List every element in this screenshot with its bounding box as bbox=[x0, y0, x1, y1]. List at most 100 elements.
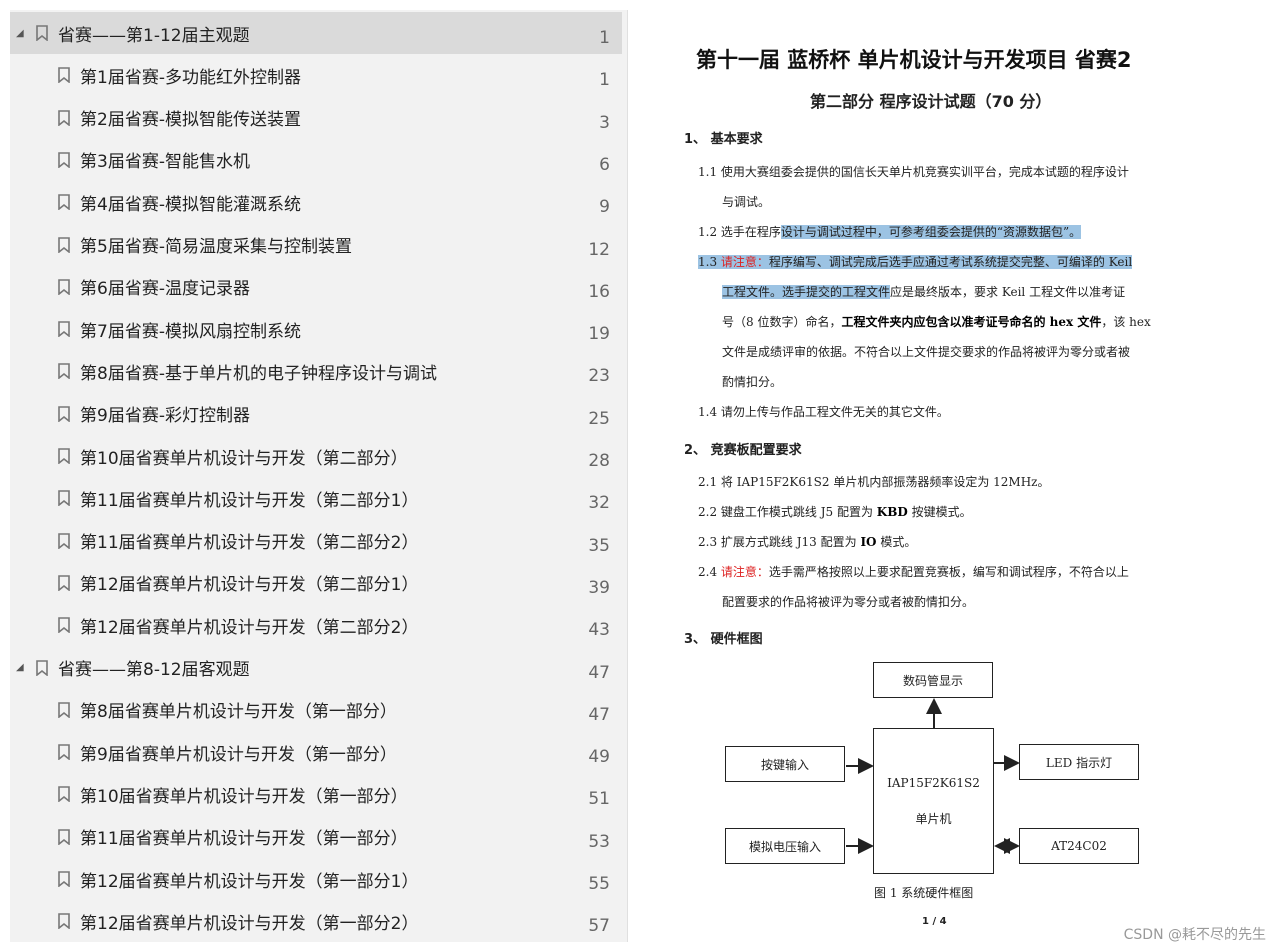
bookmark-group[interactable]: ◢ 省赛——第8-12届客观题 47 bbox=[10, 647, 622, 689]
bookmark-item[interactable]: 第12届省赛单片机设计与开发（第一部分2） 57 bbox=[10, 900, 622, 942]
bookmark-label: 第8届省赛-基于单片机的电子钟程序设计与调试 bbox=[80, 363, 437, 384]
section-heading: 3、 硬件框图 bbox=[684, 632, 763, 647]
bookmark-page: 1 bbox=[599, 28, 610, 48]
bookmark-icon bbox=[58, 490, 70, 507]
bookmark-page: 47 bbox=[588, 704, 610, 725]
bookmark-page: 32 bbox=[588, 493, 610, 514]
bookmark-page: 55 bbox=[588, 874, 610, 894]
text: 选手需严格按照以上要求配置竞赛板，编写和调试程序，不符合以上 bbox=[768, 565, 1129, 579]
bookmark-item[interactable]: 第8届省赛单片机设计与开发（第一部分）47 bbox=[10, 689, 622, 731]
bookmark-item[interactable]: 第6届省赛-温度记录器 16 bbox=[10, 266, 622, 308]
bookmark-item[interactable]: 第12届省赛单片机设计与开发（第二部分1）39 bbox=[10, 562, 622, 604]
text: 号（8 位数字）命名， bbox=[722, 315, 842, 329]
bookmark-icon bbox=[58, 236, 70, 253]
pdf-page: 第十一届 蓝桥杯 单片机设计与开发项目 省赛2 第二部分 程序设计试题（70 分… bbox=[660, 0, 1240, 952]
bookmark-item[interactable]: 第9届省赛-彩灯控制器 25 bbox=[10, 393, 622, 435]
bookmark-icon bbox=[58, 109, 70, 126]
analog-input-box: 模拟电压输入 bbox=[725, 828, 845, 864]
bookmark-item[interactable]: 第11届省赛单片机设计与开发（第一部分） 53 bbox=[10, 816, 622, 858]
text-line: 1.4 请勿上传与作品工程文件无关的其它文件。 bbox=[698, 405, 949, 419]
bold-text: 工程文件夹内应包含以准考证号命名的 hex 文件 bbox=[841, 315, 1102, 329]
text: 2.4 bbox=[698, 565, 721, 579]
bookmark-page: 53 bbox=[588, 831, 610, 852]
bookmark-label: 第4届省赛-模拟智能灌溉系统 bbox=[80, 194, 301, 215]
text-line: 2.4 请注意：选手需严格按照以上要求配置竞赛板，编写和调试程序，不符合以上 bbox=[698, 557, 1129, 587]
bookmark-label: 第2届省赛-模拟智能传送装置 bbox=[80, 110, 301, 131]
bookmark-label: 第6届省赛-温度记录器 bbox=[80, 279, 250, 300]
bookmark-page: 57 bbox=[588, 916, 610, 937]
bookmark-label: 省赛——第1-12届主观题 bbox=[58, 25, 250, 46]
bookmark-icon bbox=[58, 363, 70, 380]
warning-text: 请注意： bbox=[720, 565, 769, 579]
bookmark-icon bbox=[58, 575, 70, 591]
bookmark-item[interactable]: 第3届省赛-智能售水机 6 bbox=[10, 139, 622, 181]
text-line: 工程文件。选手提交的工程文件应是最终版本，要求 Keil 工程文件以准考证 bbox=[722, 277, 1125, 307]
bookmark-label: 第11届省赛单片机设计与开发（第二部分2） bbox=[80, 533, 419, 554]
bookmark-icon bbox=[58, 617, 70, 634]
bookmark-icon bbox=[58, 405, 70, 422]
text-line: 与调试。 bbox=[722, 195, 771, 209]
bookmark-item[interactable]: 第10届省赛单片机设计与开发（第一部分） 51 bbox=[10, 773, 622, 815]
bookmark-icon bbox=[58, 828, 70, 845]
bookmark-group[interactable]: ◢ 省赛——第1-12届主观题 1 bbox=[10, 12, 622, 54]
bookmark-item[interactable]: 第12届省赛单片机设计与开发（第一部分1） 55 bbox=[10, 858, 622, 900]
bookmark-page: 35 bbox=[588, 535, 610, 556]
bookmark-label: 第11届省赛单片机设计与开发（第二部分1） bbox=[80, 490, 419, 511]
bookmark-page: 25 bbox=[588, 408, 610, 429]
led-box: LED 指示灯 bbox=[1019, 744, 1139, 780]
bookmark-item[interactable]: 第11届省赛单片机设计与开发（第二部分1） 32 bbox=[10, 477, 622, 519]
section-heading: 1、 基本要求 bbox=[684, 132, 763, 147]
bookmark-page: 47 bbox=[588, 662, 610, 683]
eeprom-box: AT24C02 bbox=[1019, 828, 1139, 864]
bold-text: KBD bbox=[876, 505, 908, 519]
bookmark-page: 51 bbox=[588, 789, 610, 810]
text-line: 2.2 键盘工作模式跳线 J5 配置为 KBD 按键模式。 bbox=[698, 497, 972, 527]
bookmark-label: 第9届省赛-彩灯控制器 bbox=[80, 406, 250, 427]
text: ，该 hex bbox=[1101, 315, 1151, 329]
bookmark-icon bbox=[36, 25, 48, 41]
text-line: 2.3 扩展方式跳线 J13 配置为 IO 模式。 bbox=[698, 527, 916, 557]
text: 1.2 选手在程序 bbox=[698, 225, 781, 239]
text: 1.3 bbox=[698, 255, 721, 269]
doc-subtitle: 第二部分 程序设计试题（70 分） bbox=[810, 92, 1052, 111]
bookmark-item[interactable]: 第12届省赛单片机设计与开发（第二部分2）43 bbox=[10, 604, 622, 646]
collapse-triangle-icon[interactable]: ◢ bbox=[16, 27, 24, 39]
bookmark-icon bbox=[58, 786, 70, 803]
bookmark-icon bbox=[58, 871, 70, 887]
text-line: 2.1 将 IAP15F2K61S2 单片机内部振荡器频率设定为 12MHz。 bbox=[698, 475, 1050, 489]
bookmark-label: 第12届省赛单片机设计与开发（第一部分1） bbox=[80, 871, 419, 892]
bookmark-label: 第12届省赛单片机设计与开发（第一部分2） bbox=[80, 913, 419, 934]
bookmark-item[interactable]: 第11届省赛单片机设计与开发（第二部分2） 35 bbox=[10, 520, 622, 562]
bookmark-item[interactable]: 第9届省赛单片机设计与开发（第一部分）49 bbox=[10, 731, 622, 773]
bookmark-label: 第3届省赛-智能售水机 bbox=[80, 152, 250, 173]
bookmark-item[interactable]: 第10届省赛单片机设计与开发（第二部分） 28 bbox=[10, 435, 622, 477]
bookmark-page: 6 bbox=[599, 154, 610, 175]
bookmark-label: 第10届省赛单片机设计与开发（第二部分） bbox=[80, 448, 408, 469]
key-input-box: 按键输入 bbox=[725, 746, 845, 782]
collapse-triangle-icon[interactable]: ◢ bbox=[16, 662, 24, 673]
bold-text: IO bbox=[860, 535, 877, 549]
text-line: 1.1 使用大赛组委会提供的国信长天单片机竞赛实训平台，完成本试题的程序设计 bbox=[698, 165, 1129, 179]
bookmark-label: 第11届省赛单片机设计与开发（第一部分） bbox=[80, 829, 408, 850]
text-line: 酌情扣分。 bbox=[722, 375, 783, 389]
bookmark-label: 第1届省赛-多功能红外控制器 bbox=[80, 67, 301, 88]
text: 2.2 键盘工作模式跳线 J5 配置为 bbox=[698, 505, 877, 519]
bookmark-page: 28 bbox=[588, 451, 610, 471]
text: 程序编写、调试完成后选手应通过考试系统提交完整、可编译的 Keil bbox=[768, 255, 1133, 269]
bookmark-label: 省赛——第8-12届客观题 bbox=[58, 660, 250, 680]
bookmark-label: 第10届省赛单片机设计与开发（第一部分） bbox=[80, 786, 408, 807]
text-line: 配置要求的作品将被评为零分或者被酌情扣分。 bbox=[722, 595, 975, 609]
bookmark-icon bbox=[58, 194, 70, 211]
bookmark-page: 16 bbox=[588, 281, 610, 302]
bookmark-icon bbox=[58, 321, 70, 338]
text-line: 文件是成绩评审的依据。不符合以上文件提交要求的作品将被评为零分或者被 bbox=[722, 345, 1131, 359]
bookmark-label: 第12届省赛单片机设计与开发（第二部分2） bbox=[80, 617, 419, 638]
